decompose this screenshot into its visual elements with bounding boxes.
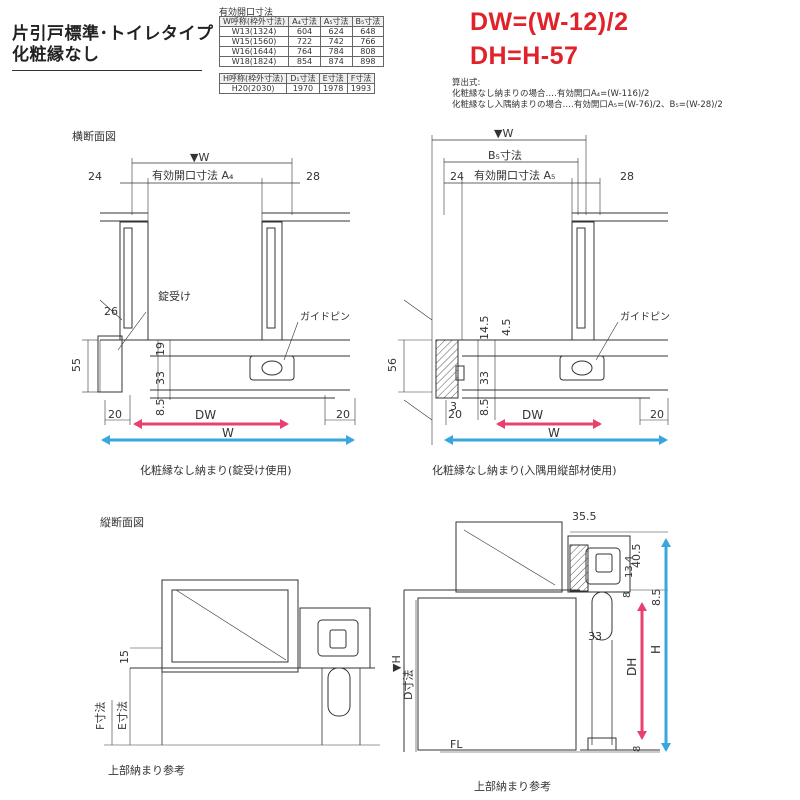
table-row: H20(2030) 1970 1978 1993: [218, 83, 376, 94]
right-w-top-label: ▼W: [494, 127, 513, 140]
table-cell: W18(1824): [218, 56, 290, 67]
right-dim-14-5: 14.5: [478, 316, 491, 341]
left-dw-label: DW: [195, 408, 216, 422]
height-table: H呼称(枠外寸法) D₁寸法 E寸法 F寸法 H20(2030) 1970 19…: [218, 73, 376, 94]
right-elev-dim-8-top: 8: [622, 592, 633, 598]
calc-notes: 算出式: 化粧縁なし納まりの場合‥‥有効開口A₄=(W-116)/2 化粧縁なし…: [452, 78, 723, 111]
page-title: 片引戸標準･トイレタイプ 化粧縁なし: [12, 24, 214, 66]
left-dim-33: 33: [154, 371, 167, 385]
left-w-label: W: [222, 426, 234, 440]
right-dim-24: 24: [450, 170, 464, 183]
table-cell: 1978: [318, 83, 348, 94]
vertical-section-label: 縦断面図: [100, 516, 144, 529]
right-elev-h-label: H: [649, 645, 663, 654]
right-b5-label: B₅寸法: [488, 148, 522, 162]
title-underline: [12, 70, 202, 71]
table-cell: 898: [351, 56, 385, 67]
right-dim-20-left: 20: [448, 408, 462, 421]
right-elev-dim-13-4: 13.4: [624, 556, 635, 578]
left-dim-26: 26: [104, 305, 118, 318]
note-line: 化粧縁なし納まりの場合‥‥有効開口A₄=(W-116)/2: [452, 89, 650, 99]
left-dw-arrowhead-right: [280, 419, 289, 429]
left-lock-label: 錠受け: [158, 289, 191, 303]
right-plan-drawing: [398, 135, 669, 445]
right-w-arrowhead-left: [444, 435, 453, 445]
table-row: W13(1324) 604 624 648: [218, 26, 385, 37]
left-w-arrowhead-right: [346, 435, 355, 445]
title-line-1: 片引戸標準･トイレタイプ: [12, 24, 214, 44]
note-line: 算出式:: [452, 78, 481, 88]
left-dim-55: 55: [70, 358, 83, 372]
left-elev-f-label: F寸法: [93, 702, 107, 730]
note-line: 化粧縁なし入隅納まりの場合‥‥有効開口A₅=(W-76)/2、B₅=(W-28)…: [452, 100, 723, 110]
h-arrowhead-bottom: [661, 743, 671, 752]
left-opening-label: 有効開口寸法 A₄: [152, 168, 234, 182]
horizontal-section-label: 横断面図: [72, 130, 116, 143]
width-table: W呼称(枠外寸法) A₄寸法 A₅寸法 B₅寸法 W13(1324) 604 6…: [218, 16, 385, 67]
right-dw-label: DW: [522, 408, 543, 422]
right-dim-4-5: 4.5: [500, 319, 513, 337]
right-plan-caption: 化粧縁なし納まり(入隅用縦部材使用): [432, 464, 617, 477]
table-cell: 1970: [286, 83, 320, 94]
left-w-top-label: ▼W: [190, 151, 209, 164]
left-dim-28: 28: [306, 170, 320, 183]
right-dw-arrowhead-left: [496, 419, 505, 429]
left-dim-20-left: 20: [108, 408, 122, 421]
right-guide-label: ガイドピン: [620, 311, 670, 323]
left-dim-24: 24: [88, 170, 102, 183]
right-dim-56: 56: [386, 358, 399, 372]
right-dim-33: 33: [478, 371, 491, 385]
left-dim-20-right: 20: [336, 408, 350, 421]
h-arrowhead-top: [661, 538, 671, 547]
right-dim-8-5: 8.5: [478, 399, 491, 417]
left-guide-label: ガイドピン: [300, 311, 350, 323]
right-opening-label: 有効開口寸法 A₅: [474, 168, 555, 182]
right-elev-d-label: D寸法: [401, 670, 415, 700]
left-elev-caption: 上部納まり参考: [108, 764, 185, 777]
right-elev-dh-label: DH: [625, 658, 639, 676]
dh-arrowhead-top: [637, 602, 647, 611]
right-elev-dim-40-5: 40.5: [630, 544, 643, 569]
left-plan-drawing: [82, 158, 356, 425]
right-elev-hatch: [569, 544, 589, 592]
left-elev-dim-15: 15: [118, 650, 131, 664]
right-w-arrowhead-right: [659, 435, 668, 445]
right-w-label: W: [548, 426, 560, 440]
right-elev-caption: 上部納まり参考: [474, 780, 551, 793]
left-dim-19: 19: [154, 342, 167, 356]
right-elev-dim-8-5: 8.5: [650, 589, 663, 607]
dh-arrowhead-bottom: [637, 731, 647, 740]
right-elevation-drawing: [403, 521, 668, 753]
left-dw-arrowhead-left: [133, 419, 142, 429]
left-elev-e-label: E寸法: [115, 701, 129, 730]
table-cell: 1993: [346, 83, 376, 94]
right-dim-20-right: 20: [650, 408, 664, 421]
width-table-caption: 有効開口寸法: [219, 8, 274, 18]
dw-formula: DW=(W-12)/2: [470, 8, 629, 36]
right-elev-dim-35-5: 35.5: [572, 510, 597, 523]
title-line-2: 化粧縁なし: [12, 45, 100, 65]
right-dim-28: 28: [620, 170, 634, 183]
table-header-row: H呼称(枠外寸法) D₁寸法 E寸法 F寸法: [218, 73, 376, 84]
right-dim-3: 3: [450, 400, 457, 413]
left-elevation-drawing: [104, 579, 380, 746]
right-corner-hatch: [435, 339, 459, 399]
table-row: W18(1824) 854 874 898: [218, 56, 385, 67]
right-elev-dim-33: 33: [588, 630, 602, 643]
right-elev-dim-8-bottom: 8: [632, 746, 643, 752]
left-plan-caption: 化粧縁なし納まり(錠受け使用): [140, 464, 292, 477]
left-w-arrowhead-left: [101, 435, 110, 445]
left-dim-8-5: 8.5: [154, 399, 167, 417]
right-dw-arrowhead-right: [593, 419, 602, 429]
dh-formula: DH=H-57: [470, 42, 579, 70]
right-elev-fl-label: FL: [450, 738, 463, 751]
right-elev-h-mark: ▼H: [390, 655, 403, 672]
